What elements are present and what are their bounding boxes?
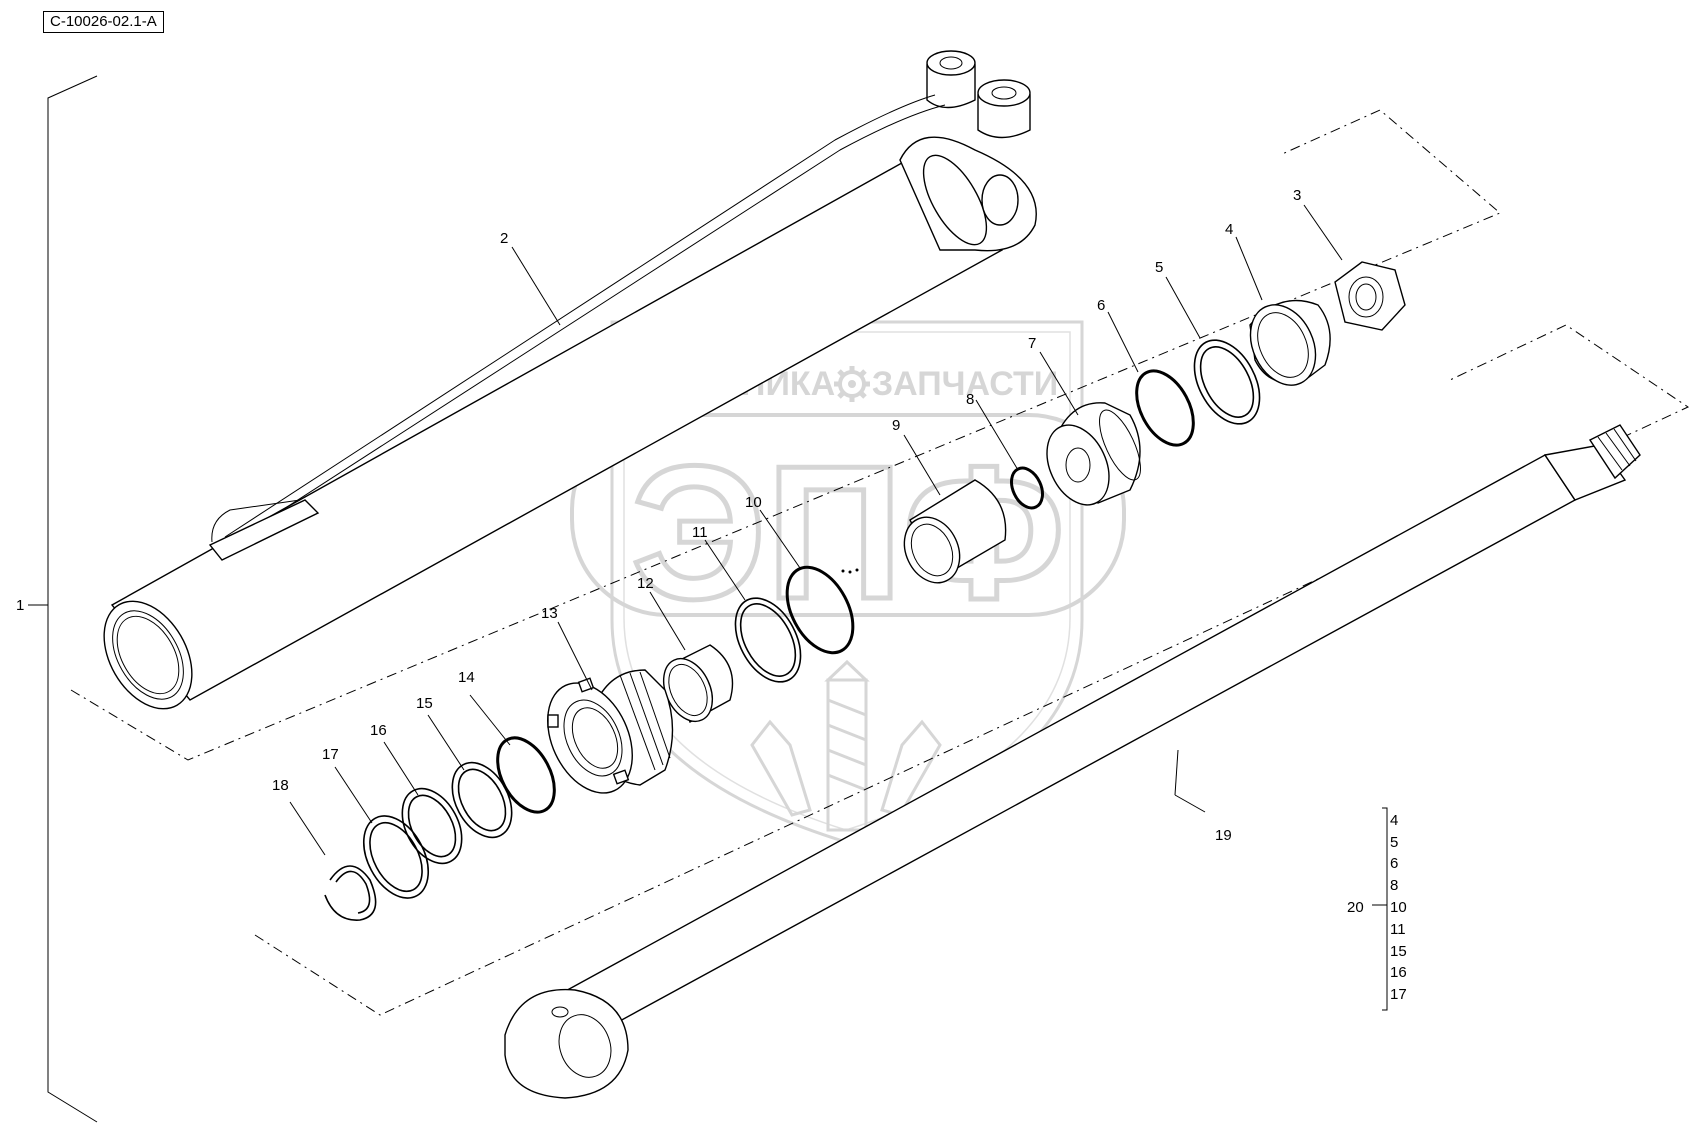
part-9-spacer-sleeve [903,479,1007,584]
part-5-ring [1193,339,1261,425]
part-13-gland [547,669,674,794]
part-11-ring [734,597,802,683]
dashed-grouping-lines [70,109,1690,1016]
part-10-o-ring [785,565,859,655]
callout-9: 9 [892,417,900,434]
callout-7: 7 [1028,335,1036,352]
callout-2: 2 [500,230,508,247]
piston-rod [504,424,1641,1099]
part-8-small-o-ring [1010,466,1044,510]
kit-item: 15 [1390,943,1407,960]
watermark-word-right: ЗАПЧАСТИ [872,365,1058,403]
kit-item: 17 [1390,986,1407,1003]
kit-item: 11 [1390,921,1406,938]
callout-8: 8 [966,391,974,408]
callout-5: 5 [1155,259,1163,276]
part-12-bushing [662,644,734,724]
callout-6: 6 [1097,297,1105,314]
assembly-bracket [28,75,98,1123]
callout-1: 1 [16,597,24,614]
kit-item: 4 [1390,812,1398,829]
part-4-guide-ring [1249,299,1331,386]
part-15-ring [451,761,513,839]
kit-item: 6 [1390,855,1398,872]
part-17-wiper [362,815,430,899]
kit-item: 16 [1390,964,1407,981]
gear-icon [834,366,870,402]
callout-15: 15 [416,695,433,712]
callout-19: 19 [1215,827,1232,844]
callout-11: 11 [692,524,708,541]
drawing-reference-code: C-10026-02.1-A [43,11,164,33]
kit-item: 5 [1390,834,1398,851]
part-18-snap-ring [324,865,377,921]
cylinder-barrel [103,50,1037,710]
leader-lines [289,204,1388,1011]
callout-4: 4 [1225,221,1233,238]
callout-3: 3 [1293,187,1301,204]
part-7-piston [1046,402,1141,506]
callout-16: 16 [370,722,387,739]
callout-12: 12 [637,575,654,592]
part-3-nut [1334,261,1406,331]
callout-20: 20 [1347,899,1364,916]
kit-item: 10 [1390,899,1407,916]
callout-labels: 1 2 3 4 5 6 7 8 9 10 11 12 13 14 15 16 1… [16,187,1364,916]
callout-18: 18 [272,777,289,794]
callout-17: 17 [322,746,339,763]
kit-20-item-list: 4 5 6 8 10 11 15 16 17 [1390,812,1407,1003]
part-6-o-ring [1135,369,1195,447]
callout-14: 14 [458,669,475,686]
kit-item: 8 [1390,877,1398,894]
callout-10: 10 [745,494,762,511]
part-16-ring [401,787,463,865]
callout-13: 13 [541,605,558,622]
